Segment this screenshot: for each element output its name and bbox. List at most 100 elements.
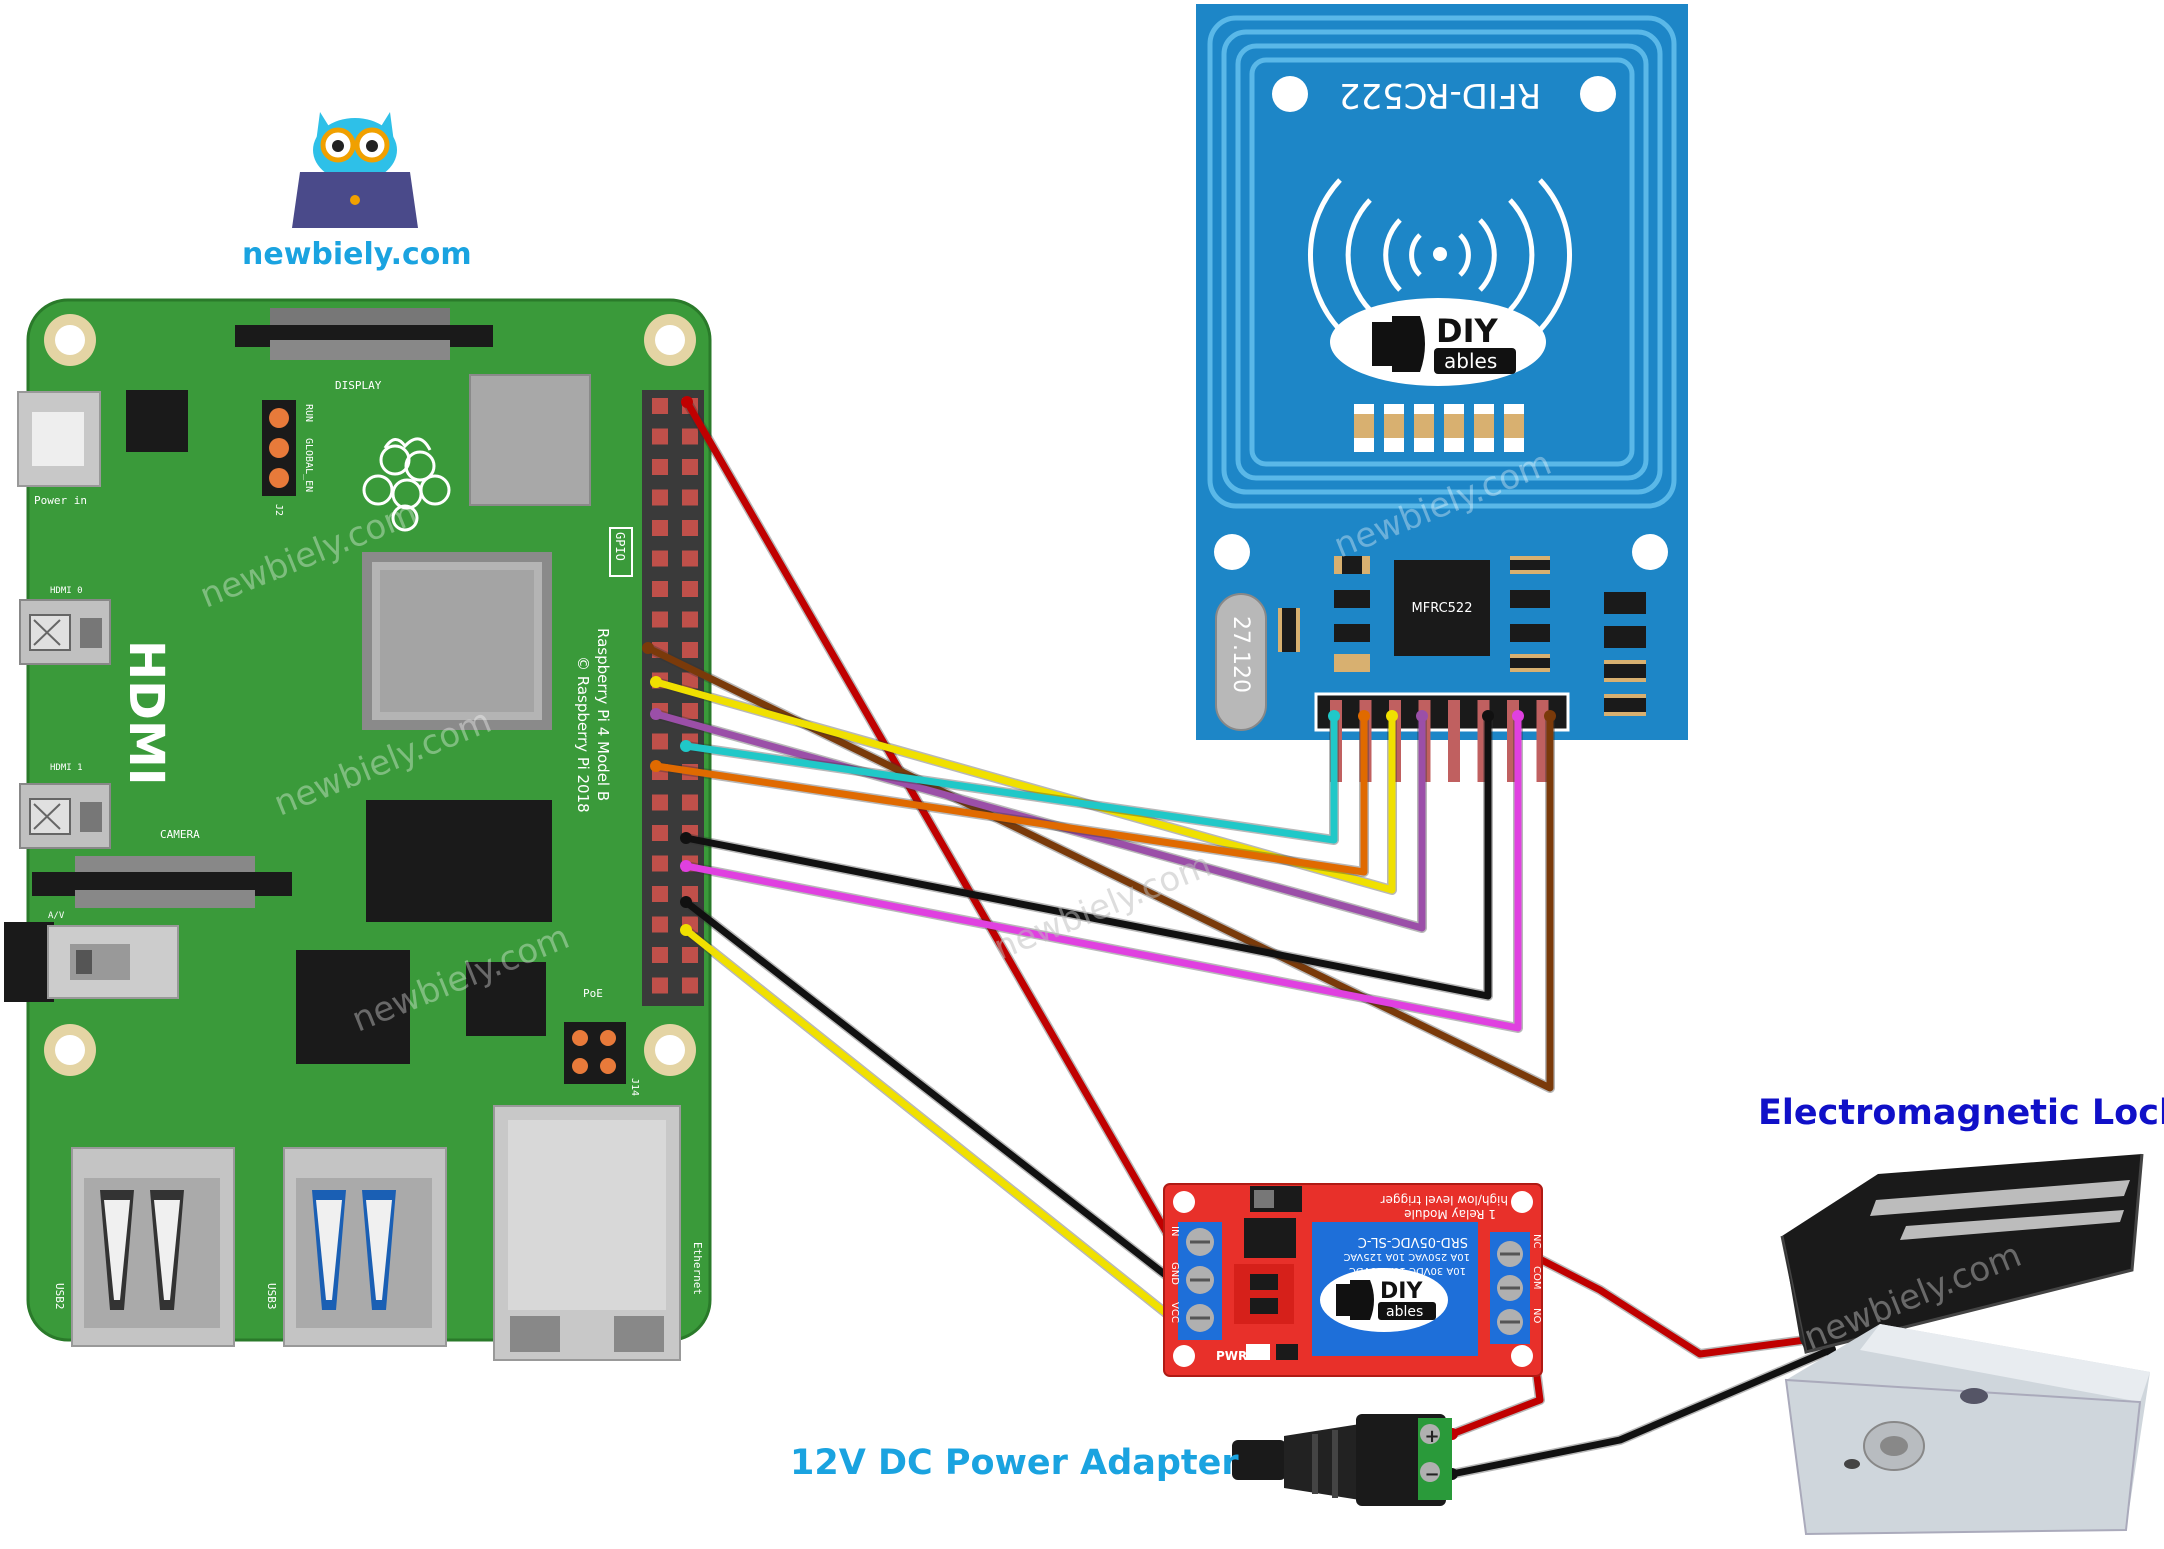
relay-title-line1: 1 Relay Module	[1404, 1207, 1496, 1221]
gpio-pin	[682, 794, 698, 811]
wire-end	[681, 396, 693, 408]
gpio-pin	[652, 916, 668, 933]
input-terminal-block	[1178, 1222, 1222, 1340]
wire-end	[1544, 710, 1556, 722]
hdmi-1-label: HDMI 1	[50, 763, 83, 773]
transistor	[1234, 1218, 1296, 1324]
gpio-pin	[652, 855, 668, 872]
jumper	[1250, 1186, 1302, 1212]
gpio-pin	[652, 581, 668, 597]
raspberry-pi-board: DISPLAY Power in RUN GLOBAL_EN J2	[4, 298, 712, 1361]
gpio-pin	[652, 825, 668, 841]
usb3-port	[283, 1147, 447, 1347]
gpio-pin	[652, 398, 668, 414]
j14-label: J14	[629, 1078, 640, 1096]
wire-end	[1358, 710, 1370, 722]
poe-label: PoE	[583, 987, 603, 1000]
gpio-pin	[682, 550, 698, 567]
display-label: DISPLAY	[335, 379, 382, 392]
wire-end	[680, 896, 692, 908]
wire	[1448, 1346, 1834, 1478]
mounting-hole	[1272, 76, 1308, 112]
ethernet-port	[493, 1105, 681, 1361]
gpio-pin	[682, 977, 698, 994]
chip	[296, 950, 410, 1064]
display-connector	[235, 308, 493, 360]
wire-end	[650, 760, 662, 772]
gpio-pin	[682, 703, 698, 719]
smd-components	[1278, 556, 1646, 716]
mfrc522-chip: MFRC522	[1394, 560, 1490, 656]
gpio-pin	[682, 642, 698, 658]
wire	[652, 678, 1396, 894]
usb-c-power-port	[17, 391, 101, 487]
wire	[652, 710, 1426, 932]
wire-end	[650, 708, 662, 720]
wire	[682, 898, 1176, 1284]
model-text-line2: © Raspberry Pi 2018	[574, 656, 592, 813]
usb2-label: USB2	[53, 1283, 66, 1310]
chip	[366, 800, 552, 922]
rfid-wave-icon	[1308, 178, 1572, 332]
chip	[466, 962, 546, 1036]
rfid-antenna-traces	[1207, 15, 1677, 509]
hdmi-0-port	[19, 599, 111, 665]
crystal: 27.120	[1215, 593, 1267, 731]
mounting-hole	[1173, 1191, 1195, 1213]
pin-label-gnd: GND	[1169, 1262, 1180, 1285]
mounting-hole	[1214, 534, 1250, 570]
wire-end	[1328, 710, 1340, 722]
minus-icon: −	[1424, 1464, 1439, 1485]
diyables-logo: DIY ables	[1330, 298, 1546, 386]
wire	[683, 398, 1176, 1246]
pwr-led	[1246, 1344, 1298, 1360]
wire-end	[1482, 710, 1494, 722]
gpio-pin	[652, 459, 668, 475]
pin-label-vcc: VCC	[1169, 1302, 1180, 1323]
gpio-pin	[652, 550, 668, 567]
gpio-pin	[682, 428, 698, 445]
chip	[126, 390, 188, 452]
rfid-wave-center-icon	[1433, 247, 1447, 261]
gpio-pin	[682, 459, 698, 475]
pin-label-in: IN	[1169, 1226, 1180, 1236]
usb3-label: USB3	[265, 1283, 278, 1310]
gpio-pin	[652, 489, 668, 506]
mounting-hole	[1511, 1345, 1533, 1367]
wire-end	[680, 924, 692, 936]
wire	[682, 712, 1492, 1000]
gpio-label: GPIO	[613, 532, 627, 561]
gpio-pin	[682, 672, 698, 689]
mounting-hole	[1580, 76, 1616, 112]
newbiely-logo: newbiely.com	[242, 112, 472, 272]
mounting-hole	[1511, 1191, 1533, 1213]
wire-end	[1512, 710, 1524, 722]
gpio-pin	[682, 489, 698, 506]
gpio-pin	[652, 611, 668, 628]
camera-connector	[32, 856, 292, 908]
mounting-hole	[644, 1024, 696, 1076]
diyables-logo-sub: ables	[1444, 349, 1497, 373]
gpio-pin	[682, 611, 698, 628]
dc-power-jack: + −	[1232, 1414, 1452, 1506]
relay-component: SRD-05VDC-SL-C 10A 250VAC 10A 125VAC 10A…	[1312, 1222, 1478, 1356]
mounting-hole	[1173, 1345, 1195, 1367]
relay-logo-main: DIY	[1380, 1279, 1423, 1304]
wire	[1526, 1250, 1824, 1358]
chip-label: MFRC522	[1412, 601, 1473, 616]
hdmi-label: HDMI	[118, 640, 174, 786]
logo-text: newbiely.com	[242, 237, 472, 272]
diyables-logo-main: DIY	[1436, 312, 1498, 350]
rfid-title: RFID-RC522	[1339, 75, 1541, 115]
av-jack	[4, 922, 179, 1002]
gpio-pin	[652, 794, 668, 811]
raspberry-logo-icon	[362, 437, 451, 532]
gpio-pin	[682, 520, 698, 536]
soc-chip	[362, 552, 552, 730]
wifi-module	[469, 374, 591, 506]
plus-icon: +	[1424, 1426, 1439, 1447]
crystal-label: 27.120	[1228, 616, 1253, 693]
run-header	[262, 400, 296, 496]
gpio-pin	[652, 947, 668, 963]
